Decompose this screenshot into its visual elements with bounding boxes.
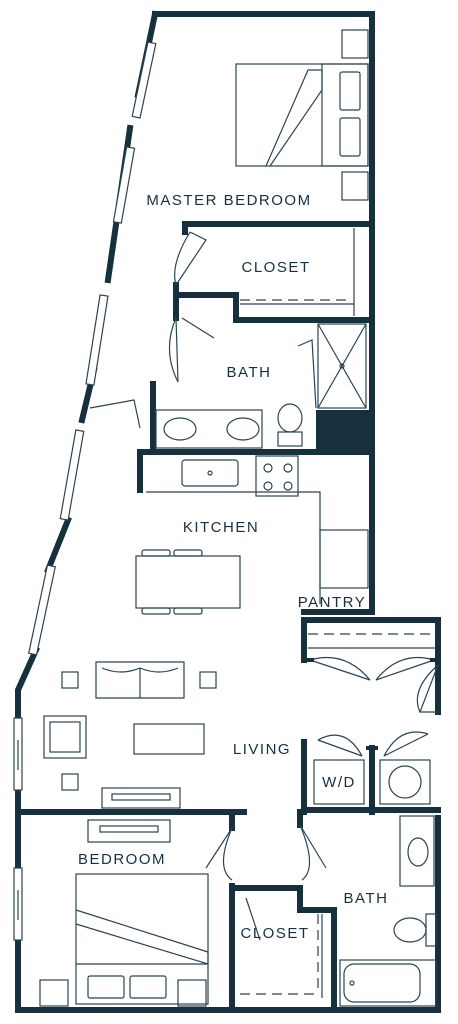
armchair: [43, 715, 87, 759]
pantry-shelf: [306, 633, 438, 662]
room-labels: MASTER BEDROOM CLOSET BATH KITCHEN PANTR…: [78, 192, 389, 942]
interior-walls: [15, 221, 441, 1013]
washer-dryer: [313, 759, 365, 805]
refrigerator: [319, 529, 369, 589]
stove: [255, 455, 299, 497]
label-bath-top: BATH: [227, 364, 272, 381]
label-bedroom: BEDROOM: [78, 851, 166, 868]
side-table: [61, 773, 79, 791]
bottom-bath-fixtures: [339, 815, 437, 1007]
nightstand: [341, 29, 369, 59]
nightstand: [39, 979, 69, 1007]
coffee-table: [133, 723, 205, 755]
window-3: [85, 294, 109, 386]
label-closet-bottom: CLOSET: [240, 925, 309, 942]
sink: [407, 837, 429, 867]
end-table: [61, 671, 79, 689]
sink: [226, 417, 260, 441]
label-pantry: PANTRY: [298, 594, 366, 611]
label-wd: W/D: [322, 774, 356, 791]
nightstand: [177, 979, 207, 1007]
kitchen-sink: [181, 459, 239, 487]
label-closet-top: CLOSET: [241, 259, 310, 276]
bottom-closet-shelf: [240, 914, 323, 998]
end-table: [199, 671, 217, 689]
window-1: [131, 41, 157, 119]
label-bath-bottom: BATH: [344, 890, 389, 907]
vanity: [155, 409, 263, 449]
master-closet-shelf: [240, 228, 355, 316]
label-master-bedroom: MASTER BEDROOM: [146, 192, 311, 209]
sofa: [95, 661, 185, 699]
laundry-fixtures: [313, 746, 431, 805]
living-furniture: [43, 661, 217, 809]
bed: [75, 873, 209, 1005]
sink: [163, 417, 197, 441]
shower: [317, 323, 367, 409]
nightstand: [341, 171, 369, 201]
window-5: [28, 564, 56, 656]
toilet: [277, 403, 303, 433]
top-bath-fixtures: [155, 323, 367, 449]
vanity: [399, 815, 435, 887]
bedroom-furniture: [39, 819, 209, 1007]
label-kitchen: KITCHEN: [183, 519, 259, 536]
master-bedroom-furniture: [235, 29, 369, 201]
shower-wall-block: [316, 410, 372, 454]
dining-table: [135, 555, 241, 609]
dresser: [87, 819, 171, 843]
kitchen-fixtures: [135, 455, 369, 615]
doors: [89, 231, 439, 941]
window-4: [59, 429, 85, 521]
tv-console: [101, 787, 181, 809]
bathtub: [339, 959, 437, 1007]
toilet: [393, 917, 427, 943]
label-living: LIVING: [233, 741, 291, 758]
windows: [13, 41, 157, 941]
master-bed: [235, 63, 369, 167]
dryer: [379, 759, 431, 805]
window-2: [112, 146, 136, 224]
